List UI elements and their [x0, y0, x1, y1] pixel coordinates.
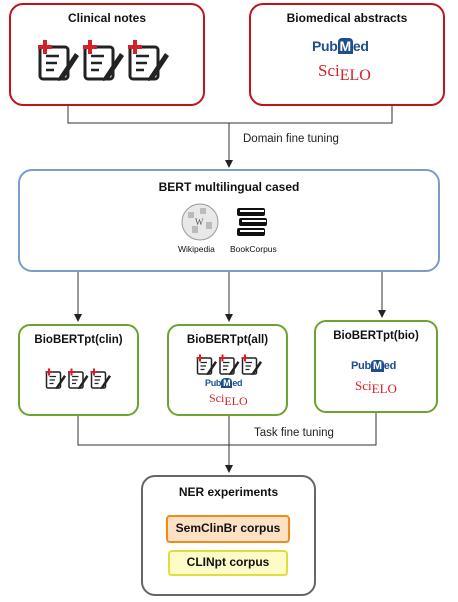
biobertpt-bio-title: BioBERTpt(bio) [333, 330, 419, 342]
svg-text:W: W [195, 217, 204, 227]
books-icon [237, 208, 267, 236]
pubmed-suffix: ed [383, 360, 397, 372]
bert-multilingual-box: BERT multilingual cased W Wikipedia Book… [18, 169, 440, 272]
source-join-line [67, 106, 393, 124]
semclinbr-corpus-box: SemClinBr corpus [166, 515, 290, 543]
pubmed-prefix: Pub [351, 360, 371, 372]
clinical-notes-icons-small [45, 368, 112, 390]
scielo-logo: SciELO [318, 61, 371, 84]
scielo-suffix: ELO [371, 381, 397, 396]
wikipedia-globe-icon: W [181, 203, 219, 241]
scielo-logo: SciELO [209, 391, 248, 408]
scielo-logo: SciELO [355, 378, 397, 396]
ner-experiments-box: NER experiments SemClinBr corpus CLINpt … [141, 475, 316, 596]
pubmed-suffix: ed [352, 38, 369, 54]
model-join-line [77, 413, 377, 446]
pubmed-prefix: Pub [205, 378, 222, 388]
pubmed-m: M [370, 360, 384, 372]
clinical-notes-icons [38, 39, 171, 83]
scielo-suffix: ELO [224, 394, 248, 408]
clinical-notes-title: Clinical notes [67, 11, 147, 25]
pubmed-suffix: ed [232, 378, 243, 388]
biobertpt-clin-box: BioBERTpt(clin) [18, 324, 139, 416]
pubmed-prefix: Pub [312, 38, 338, 54]
scielo-prefix: Sci [209, 391, 225, 405]
biobertpt-clin-title: BioBERTpt(clin) [34, 334, 123, 346]
scielo-prefix: Sci [355, 378, 372, 393]
scielo-suffix: ELO [339, 67, 371, 84]
biobertpt-all-title: BioBERTpt(all) [186, 334, 269, 346]
wikipedia-label: Wikipedia [178, 244, 215, 254]
clinical-notes-icons-small [196, 354, 263, 376]
clinical-notes-box: Clinical notes [9, 3, 205, 106]
task-fine-tuning-label: Task fine tuning [254, 427, 334, 439]
clinpt-corpus-box: CLINpt corpus [168, 550, 288, 576]
pubmed-m: M [337, 38, 353, 54]
ner-experiments-title: NER experiments [178, 485, 279, 499]
bookcorpus-label: BookCorpus [230, 244, 277, 254]
domain-fine-tuning-label: Domain fine tuning [243, 133, 339, 145]
biomedical-abstracts-title: Biomedical abstracts [286, 11, 408, 25]
bert-title: BERT multilingual cased [158, 180, 300, 194]
pubmed-m: M [221, 378, 233, 388]
scielo-prefix: Sci [318, 61, 340, 80]
